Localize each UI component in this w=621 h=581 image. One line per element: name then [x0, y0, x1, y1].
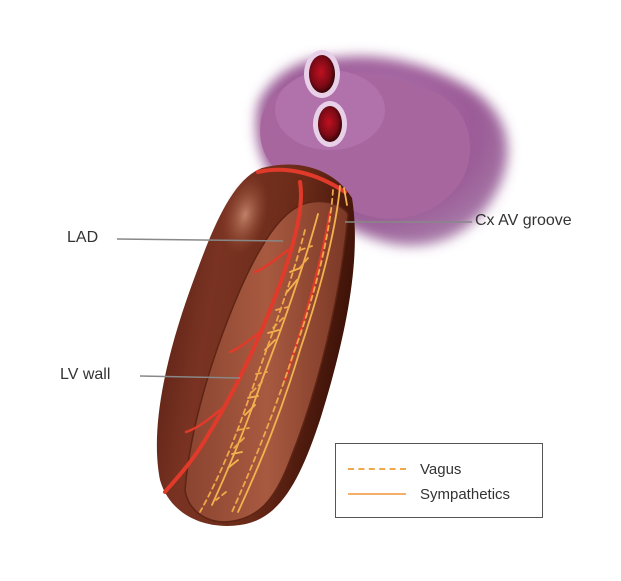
legend-label-sympathetics: Sympathetics: [420, 486, 510, 503]
legend-item-sympathetics: Sympathetics: [348, 484, 510, 504]
legend-item-vagus: Vagus: [348, 459, 461, 479]
legend-swatch-dashed: [348, 468, 406, 470]
legend-label-vagus: Vagus: [420, 461, 461, 478]
label-lad: LAD: [67, 229, 98, 247]
label-cx-av-groove: Cx AV groove: [475, 212, 572, 230]
legend: Vagus Sympathetics: [335, 443, 543, 518]
label-lv-wall: LV wall: [60, 366, 110, 384]
legend-swatch-solid: [348, 493, 406, 495]
